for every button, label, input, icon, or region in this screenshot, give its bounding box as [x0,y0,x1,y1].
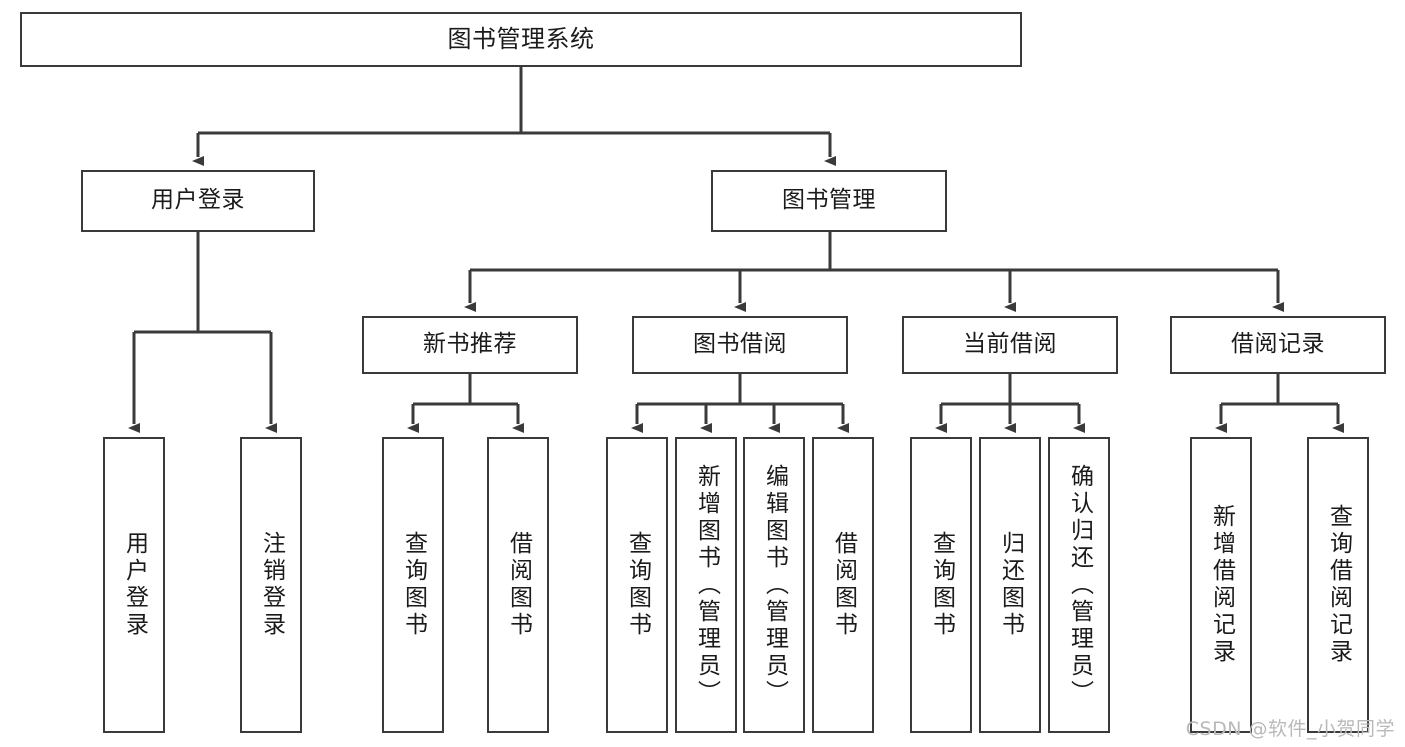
leaf-current-borrow-1[interactable]: 查询图书 [910,437,972,733]
leaf-new-book-1[interactable]: 查询图书 [382,437,444,733]
leaf-book-borrow-1[interactable]: 查询图书 [606,437,668,733]
leaf-user-login-1-label: 用户登录 [121,531,148,639]
leaf-borrow-record-1[interactable]: 新增借阅记录 [1190,437,1252,733]
leaf-book-borrow-2[interactable]: 新增图书（管理员） [675,437,737,733]
leaf-book-borrow-2-label: 新增图书（管理员） [693,463,720,707]
leaf-book-borrow-3[interactable]: 编辑图书（管理员） [743,437,805,733]
node-new-book-recommend[interactable]: 新书推荐 [362,316,578,374]
node-new-book-recommend-label: 新书推荐 [423,331,517,358]
leaf-current-borrow-2-label: 归还图书 [997,531,1024,639]
node-borrow-record[interactable]: 借阅记录 [1170,316,1386,374]
leaf-book-borrow-1-label: 查询图书 [624,531,651,639]
node-root-label: 图书管理系统 [447,25,595,54]
node-user-login[interactable]: 用户登录 [81,170,315,232]
leaf-new-book-1-label: 查询图书 [400,531,427,639]
leaf-user-login-1[interactable]: 用户登录 [103,437,165,733]
leaf-current-borrow-3[interactable]: 确认归还（管理员） [1048,437,1110,733]
leaf-user-login-2[interactable]: 注销登录 [240,437,302,733]
leaf-book-borrow-4[interactable]: 借阅图书 [812,437,874,733]
leaf-book-borrow-4-label: 借阅图书 [830,531,857,639]
leaf-new-book-2[interactable]: 借阅图书 [487,437,549,733]
leaf-current-borrow-1-label: 查询图书 [928,531,955,639]
leaf-user-login-2-label: 注销登录 [258,531,285,639]
leaf-new-book-2-label: 借阅图书 [505,531,532,639]
leaf-current-borrow-2[interactable]: 归还图书 [979,437,1041,733]
leaf-borrow-record-2[interactable]: 查询借阅记录 [1307,437,1369,733]
node-current-borrow[interactable]: 当前借阅 [902,316,1118,374]
node-book-manage-label: 图书管理 [782,187,876,214]
node-book-borrow[interactable]: 图书借阅 [632,316,848,374]
node-user-login-label: 用户登录 [151,187,245,214]
node-current-borrow-label: 当前借阅 [963,331,1057,358]
leaf-borrow-record-2-label: 查询借阅记录 [1325,504,1352,666]
node-book-manage[interactable]: 图书管理 [711,170,947,232]
leaf-current-borrow-3-label: 确认归还（管理员） [1066,463,1093,707]
leaf-book-borrow-3-label: 编辑图书（管理员） [761,463,788,707]
csdn-watermark: CSDN @软件_小贺同学 [1185,718,1395,740]
node-book-borrow-label: 图书借阅 [693,331,787,358]
node-borrow-record-label: 借阅记录 [1231,331,1325,358]
node-root[interactable]: 图书管理系统 [20,12,1022,67]
leaf-borrow-record-1-label: 新增借阅记录 [1208,504,1235,666]
